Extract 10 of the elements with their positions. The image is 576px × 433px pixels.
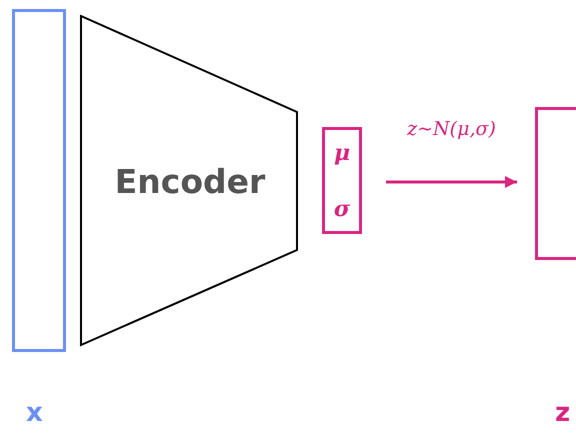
vector-caption: z [555, 400, 570, 426]
mean-variance-box [322, 127, 362, 234]
parameter-symbol: μ [332, 142, 352, 164]
encoder-trapezoid [80, 15, 298, 346]
encoder-label: Encoder [114, 162, 266, 201]
input-vector-bar [12, 9, 66, 352]
parameter-symbol: σ [332, 198, 352, 220]
vector-caption: x [26, 400, 43, 426]
arrow [386, 176, 517, 188]
edge-label: z~N(μ,σ) [406, 118, 497, 140]
